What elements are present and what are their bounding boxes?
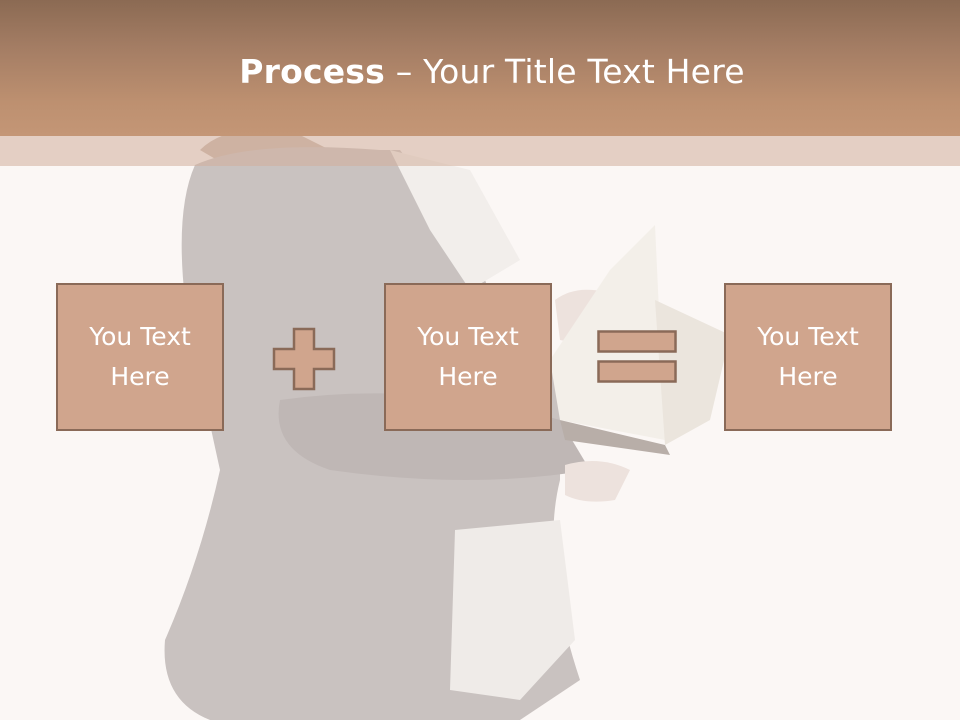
title-subband	[0, 136, 960, 166]
text-box-3-label: You Text Here	[757, 322, 859, 391]
title-banner	[0, 0, 960, 136]
text-box-2-label: You Text Here	[417, 322, 519, 391]
text-box-3[interactable]: You Text Here	[724, 283, 892, 431]
text-box-1[interactable]: You Text Here	[56, 283, 224, 431]
text-box-1-label: You Text Here	[89, 322, 191, 391]
plus-icon	[272, 327, 336, 391]
title-dash: –	[385, 52, 424, 91]
equals-icon	[597, 330, 677, 383]
title-bold-part: Process	[239, 52, 385, 91]
slide-title: Process – Your Title Text Here	[0, 52, 960, 91]
text-box-2[interactable]: You Text Here	[384, 283, 552, 431]
title-rest: Your Title Text Here	[423, 52, 745, 91]
